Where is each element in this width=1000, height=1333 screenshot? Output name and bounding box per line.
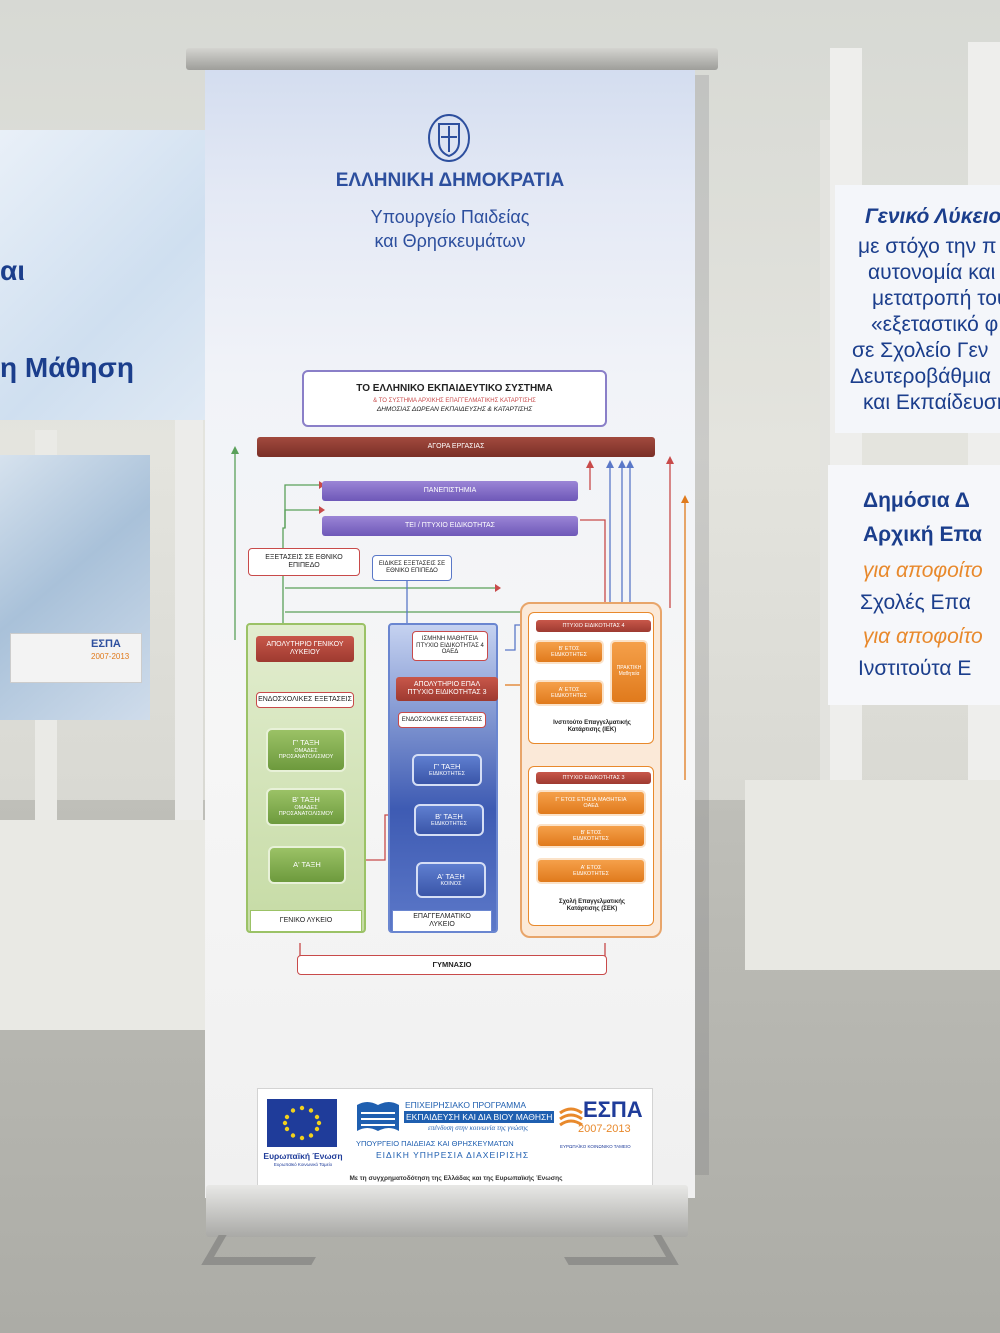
ministry-line: και Θρησκευμάτων — [374, 231, 526, 251]
right-sign-line: σε Σχολείο Γεν — [852, 339, 989, 362]
op-line-2: ΕΚΠΑΙΔΕΥΣΗ ΚΑΙ ΔΙΑ ΒΙΟΥ ΜΑΘΗΣΗ — [404, 1111, 555, 1123]
class-sublabel: ΕΙΔΙΚΟΤΗΤΕΣ — [429, 771, 465, 778]
vocational-internal-exams: ΕΝΔΟΣΧΟΛΙΚΕΣ ΕΞΕΤΑΣΕΙΣ — [398, 712, 486, 728]
right-sign-line: αυτονομία και — [868, 261, 996, 284]
right-sign-line: για αποφοίτο — [863, 559, 983, 582]
left-display-lower-panel: ΕΣΠΑ 2007-2013 — [0, 455, 150, 720]
sek-header: ΠΤΥΧΙΟ ΕΙΔΙΚΟΤΗΤΑΣ 3 — [536, 772, 651, 784]
national-exams-box: ΕΞΕΤΑΣΕΙΣ ΣΕ ΕΘΝΙΚΟ ΕΠΙΠΕΔΟ — [248, 548, 360, 576]
vocational-lyceum-label: ΕΠΑΓΓΕΛΜΑΤΙΚΟ ΛΥΚΕΙΟ — [392, 910, 492, 932]
general-lyceum-label: ΓΕΝΙΚΟ ΛΥΚΕΙΟ — [250, 910, 362, 932]
right-sign-line: για αποφοίτο — [863, 625, 983, 648]
general-a-class: Α' ΤΑΞΗ — [268, 846, 346, 884]
class-sublabel: ΕΙΔΙΚΟΤΗΤΕΣ — [431, 821, 467, 828]
right-display-base — [745, 780, 1000, 970]
ministry-line: Υπουργείο Παιδείας — [370, 207, 530, 227]
banner-top-bar — [186, 48, 718, 70]
espa-text: ΕΣΠΑ — [91, 638, 121, 650]
diagram-subtitle-2: ΔΗΜΟΣΙΑΣ ΔΩΡΕΑΝ ΕΚΠΑΙΔΕΥΣΗΣ & ΚΑΤΑΡΤΙΣΗΣ — [376, 406, 533, 414]
iek-practice: ΠΡΑΚΤΙΚΗ Μαθητεία — [610, 640, 648, 704]
left-sign-line: η Μάθηση — [0, 352, 134, 383]
right-sign-line: και Εκπαίδευση — [863, 391, 1000, 414]
right-display-sign-top: Γενικό Λύκειο με στόχο την π αυτονομία κ… — [835, 185, 1000, 433]
eu-sublabel: Ευρωπαϊκό Κοινωνικό Ταμείο — [273, 1162, 333, 1167]
class-label: Β' ΤΑΞΗ — [292, 795, 320, 805]
op-book-logo-icon — [357, 1102, 399, 1131]
op-ministry-line: ΥΠΟΥΡΓΕΙΟ ΠΑΙΔΕΙΑΣ ΚΑΙ ΘΡΗΣΚΕΥΜΑΤΩΝ — [356, 1139, 514, 1148]
right-sign-line: με στόχο την π — [858, 235, 997, 258]
diagram-title-box: ΤΟ ΕΛΛΗΝΙΚΟ ΕΚΠΑΙΔΕΥΤΙΚΟ ΣΥΣΤΗΜΑ & ΤΟ ΣΥ… — [302, 370, 607, 427]
right-sign-line: «εξεταστικό φ — [871, 313, 999, 336]
iek-a-year: Α' ΕΤΟΣ ΕΙΔΙΚΟΤΗΤΕΣ — [534, 680, 604, 706]
republic-heading: ΕΛΛΗΝΙΚΗ ΔΗΜΟΚΡΑΤΙΑ — [335, 170, 565, 191]
espa-sublabel: ΕΥΡΩΠΑΪΚΟ ΚΟΙΝΩΝΙΚΟ ΤΑΜΕΙΟ — [560, 1144, 631, 1149]
right-sign-line: μετατροπή του — [872, 287, 1000, 310]
right-sign-line: Δευτεροβάθμια — [850, 365, 991, 388]
class-label: Β' ΤΑΞΗ — [435, 811, 463, 821]
cofunding-line: Με τη συγχρηματοδότηση της Ελλάδας και τ… — [349, 1175, 563, 1182]
right-sign-line: Σχολές Επα — [860, 591, 971, 614]
op-authority-line: ΕΙΔΙΚΗ ΥΠΗΡΕΣΙΑ ΔΙΑΧΕΙΡΙΣΗΣ — [376, 1150, 530, 1160]
class-label: Α' ΤΑΞΗ — [437, 871, 465, 881]
espa-wave-icon — [559, 1107, 583, 1127]
vocational-a-class: Α' ΤΑΞΗ ΚΟΙΝΟΣ — [416, 862, 486, 898]
vocational-certificate: ΑΠΟΛΥΤΗΡΙΟ ΕΠΑΛ ΠΤΥΧΙΟ ΕΙΔΙΚΟΤΗΤΑΣ 3 — [396, 677, 498, 701]
sek-b-year: Β' ΕΤΟΣ ΕΙΔΙΚΟΤΗΤΕΣ — [536, 824, 646, 848]
right-sign-line: Αρχική Επα — [863, 523, 982, 546]
class-label: Γ' ΤΑΞΗ — [433, 761, 461, 771]
banner-stand-foot — [201, 1235, 329, 1265]
vocational-c-class: Γ' ΤΑΞΗ ΕΙΔΙΚΟΤΗΤΕΣ — [412, 754, 482, 786]
left-display-base — [0, 820, 225, 1030]
op-line-3: επένδυση στην κοινωνία της γνώσης — [428, 1124, 528, 1132]
gymnasium-bar: ΓΥΜΝΑΣΙΟ — [297, 955, 607, 975]
diagram-title: ΤΟ ΕΛΛΗΝΙΚΟ ΕΚΠΑΙΔΕΥΤΙΚΟ ΣΥΣΤΗΜΑ — [356, 383, 553, 395]
banner-stand-foot — [551, 1235, 679, 1265]
left-display-sign: αι η Μάθηση — [0, 130, 205, 420]
vocational-b-class: Β' ΤΑΞΗ ΕΙΔΙΚΟΤΗΤΕΣ — [414, 804, 484, 836]
class-label: Γ' ΤΑΞΗ — [292, 738, 320, 748]
class-sublabel: ΟΜΑΔΕΣ ΠΡΟΣΑΝΑΤΟΛΙΣΜΟΥ — [278, 805, 334, 818]
banner-shadow — [695, 75, 709, 1175]
general-c-class: Γ' ΤΑΞΗ ΟΜΑΔΕΣ ΠΡΟΣΑΝΑΤΟΛΙΣΜΟΥ — [266, 728, 346, 772]
sek-name: Σχολή Επαγγελματικής Κατάρτισης (ΣΕΚ) — [559, 899, 625, 912]
espa-logo: ΕΣΠΑ — [583, 1097, 643, 1122]
espa-years: 2007-2013 — [578, 1123, 631, 1135]
apprenticeship-box: ΙΣΜΗΝΗ ΜΑΘΗΤΕΙΑ ΠΤΥΧΙΟ ΕΙΔΙΚΟΤΗΤΑΣ 4 ΟΑΕ… — [412, 631, 488, 661]
op-line-1: ΕΠΙΧΕΙΡΗΣΙΑΚΟ ΠΡΟΓΡΑΜΜΑ — [405, 1100, 526, 1110]
ministry-heading: Υπουργείο Παιδείας και Θρησκευμάτων — [205, 205, 695, 253]
iek-name: Ινστιτούτο Επαγγελματικής Κατάρτισης (ΙΕ… — [553, 720, 631, 733]
sek-c-year: Γ' ΕΤΟΣ ΕΤΗΣΙΑ ΜΑΘΗΤΕΙΑ ΟΑΕΔ — [536, 790, 646, 816]
diagram-subtitle: & ΤΟ ΣΥΣΤΗΜΑ ΑΡΧΙΚΗΣ ΕΠΑΓΓΕΛΜΑΤΙΚΗΣ ΚΑΤΑ… — [373, 397, 536, 404]
sek-a-year: Α' ΕΤΟΣ ΕΙΔΙΚΟΤΗΤΕΣ — [536, 858, 646, 884]
general-lyceum-column — [246, 623, 366, 933]
espa-small-logo: ΕΣΠΑ 2007-2013 — [10, 633, 142, 683]
general-lyceum-certificate: ΑΠΟΛΥΤΗΡΙΟ ΓΕΝΙΚΟΥ ΛΥΚΕΙΟΥ — [256, 636, 354, 662]
iek-header: ΠΤΥΧΙΟ ΕΙΔΙΚΟΤΗΤΑΣ 4 — [536, 620, 651, 632]
funding-logos-strip: Ευρωπαϊκή Ένωση Ευρωπαϊκό Κοινωνικό Ταμε… — [257, 1088, 653, 1188]
class-sublabel: ΚΟΙΝΟΣ — [440, 881, 462, 888]
banner-stand-base — [206, 1185, 688, 1237]
espa-years: 2007-2013 — [91, 652, 130, 661]
left-sign-line: αι — [0, 255, 25, 286]
tei-bar: ΤΕΙ / ΠΤΥΧΙΟ ΕΙΔΙΚΟΤΗΤΑΣ — [322, 516, 578, 536]
eu-flag-icon — [267, 1099, 337, 1147]
special-exams-box: ΕΙΔΙΚΕΣ ΕΞΕΤΑΣΕΙΣ ΣΕ ΕΘΝΙΚΟ ΕΠΙΠΕΔΟ — [372, 555, 452, 581]
right-sign-line: Ινστιτούτα Ε — [858, 657, 972, 680]
universities-bar: ΠΑΝΕΠΙΣΤΗΜΙΑ — [322, 481, 578, 501]
right-sign-line: Δημόσια Δ — [863, 489, 970, 512]
labor-market-bar: ΑΓΟΡΑ ΕΡΓΑΣΙΑΣ — [257, 437, 655, 457]
right-sign-line: Γενικό Λύκειο — [865, 205, 1000, 228]
general-b-class: Β' ΤΑΞΗ ΟΜΑΔΕΣ ΠΡΟΣΑΝΑΤΟΛΙΣΜΟΥ — [266, 788, 346, 826]
iek-b-year: Β' ΕΤΟΣ ΕΙΔΙΚΟΤΗΤΕΣ — [534, 640, 604, 664]
right-display-sign-bottom: Δημόσια Δ Αρχική Επα για αποφοίτο Σχολές… — [828, 465, 1000, 705]
class-sublabel: ΟΜΑΔΕΣ ΠΡΟΣΑΝΑΤΟΛΙΣΜΟΥ — [278, 748, 334, 761]
general-internal-exams: ΕΝΔΟΣΧΟΛΙΚΕΣ ΕΞΕΤΑΣΕΙΣ — [256, 692, 354, 708]
greek-coat-of-arms-icon — [428, 114, 470, 162]
eu-label: Ευρωπαϊκή Ένωση — [263, 1151, 343, 1161]
